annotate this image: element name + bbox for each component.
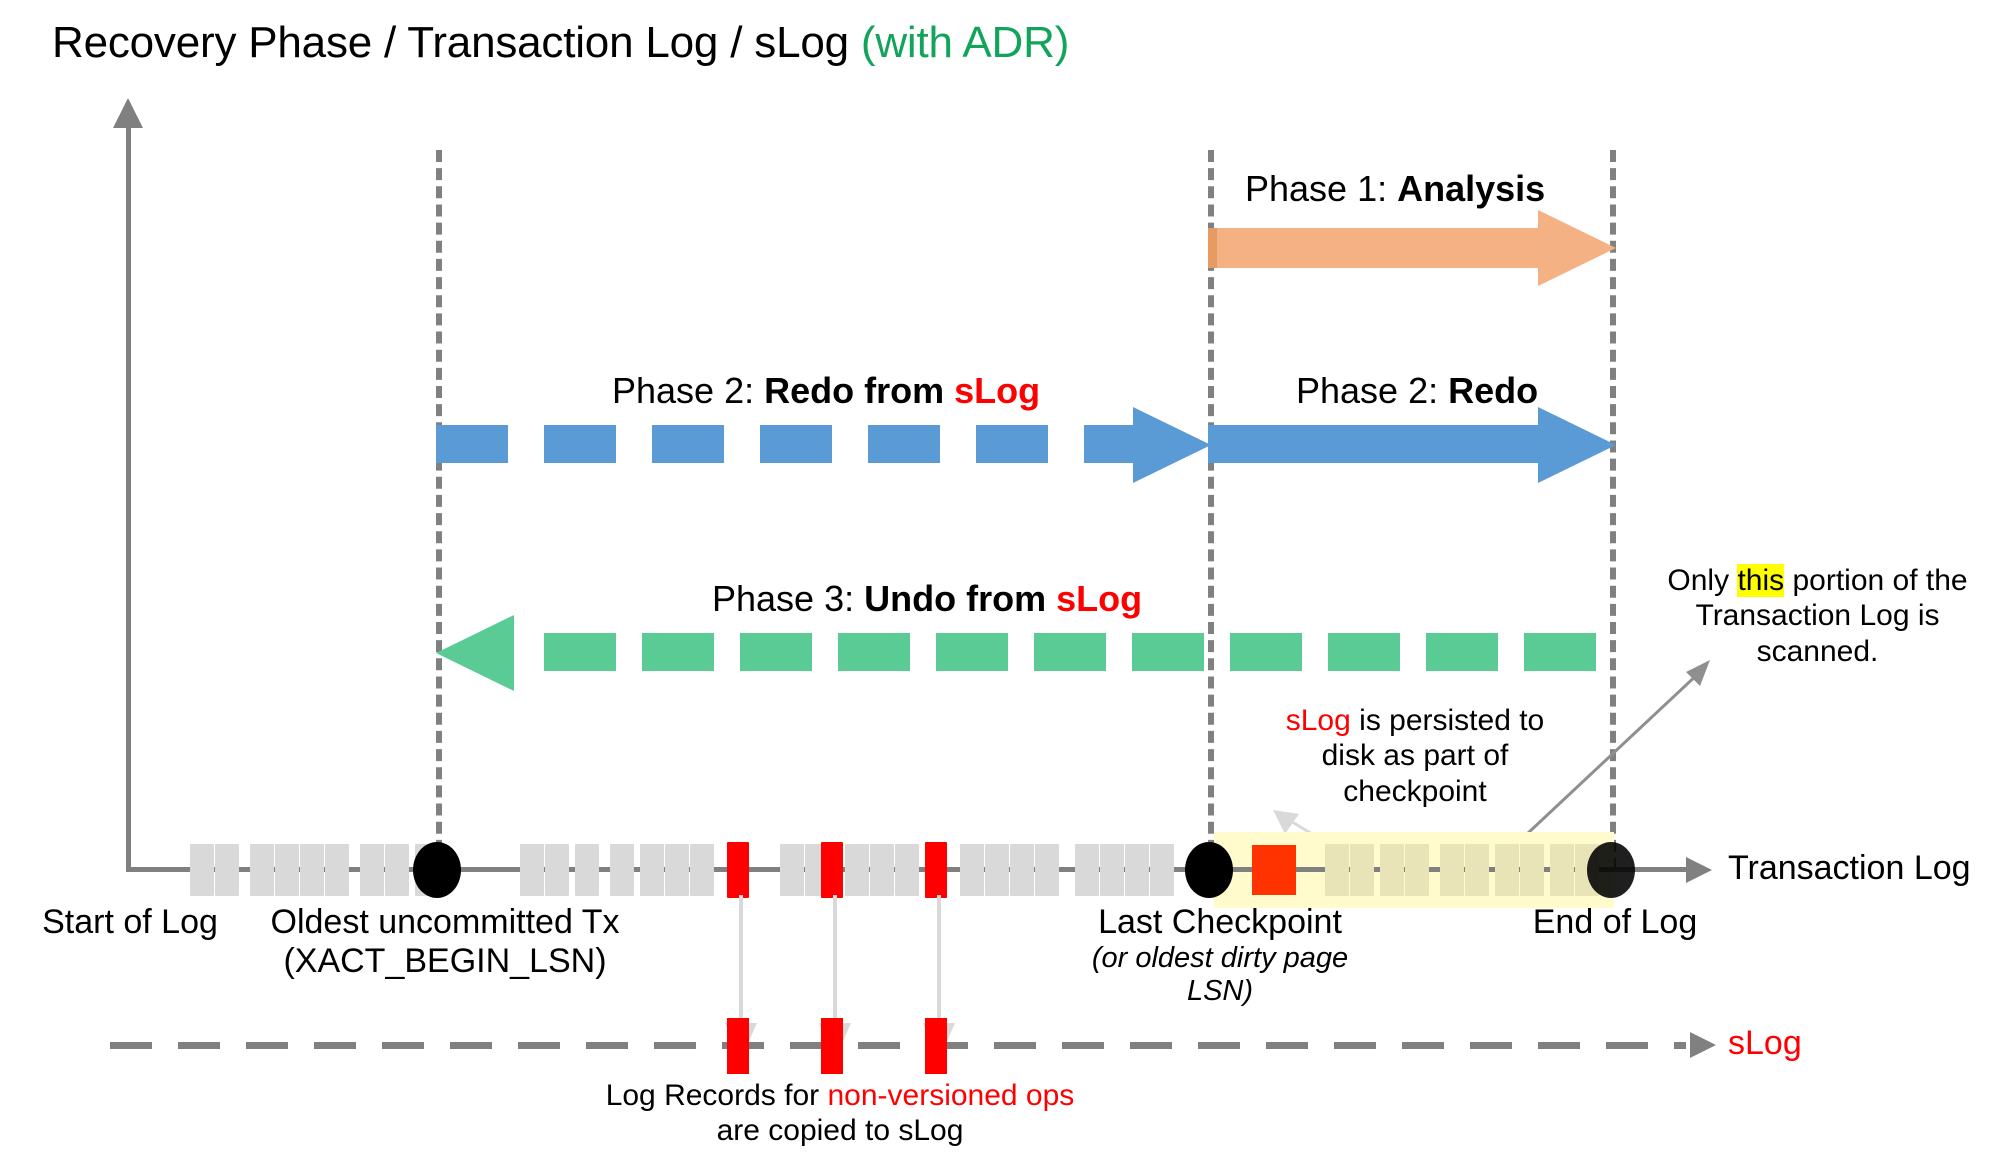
slog-record-1 — [727, 1018, 749, 1074]
phase1-prefix: Phase 1: — [1245, 168, 1398, 209]
guide-line-end-of-log — [1610, 150, 1616, 870]
scanned-line1-highlight: this — [1737, 564, 1785, 597]
phase1-name: Analysis — [1397, 168, 1546, 209]
label-end-of-log: End of Log — [1532, 903, 1698, 941]
transaction-log-arrowhead — [1686, 857, 1712, 883]
phase2-redo-arrow — [1208, 405, 1618, 485]
slog-note-accent: sLog — [1285, 704, 1351, 737]
label-oldest-uncommitted-tx-sub: (XACT_BEGIN_LSN) — [283, 942, 607, 980]
slog-note-line3: checkpoint — [1343, 774, 1487, 808]
y-axis-arrowhead — [113, 98, 143, 128]
label-last-checkpoint: Last Checkpoint (or oldest dirty page LS… — [1035, 903, 1405, 1009]
phase1-label: Phase 1: Analysis — [1245, 168, 1545, 210]
label-oldest-uncommitted-tx: Oldest uncommitted Tx (XACT_BEGIN_LSN) — [245, 903, 645, 981]
annotation-non-versioned: Log Records for non-versioned ops are co… — [510, 1078, 1170, 1149]
phase2-prefix: Phase 2: — [1296, 370, 1449, 411]
label-last-checkpoint-sub2: LSN) — [1186, 975, 1254, 1008]
scanned-line1-b: portion of the — [1784, 564, 1968, 597]
page-title-suffix: (with ADR) — [860, 18, 1070, 67]
annotation-scanned-portion: Only this portion of the Transaction Log… — [1645, 563, 1990, 669]
dot-last-checkpoint — [1185, 842, 1233, 898]
phase1-analysis-arrow — [1208, 208, 1618, 288]
slog-record-2 — [821, 1018, 843, 1074]
page-title: Recovery Phase / Transaction Log / sLog … — [52, 18, 1069, 68]
nonversioned-line1-accent: non-versioned ops — [827, 1079, 1075, 1112]
scanned-portion-leader — [1510, 650, 1720, 850]
phase2-slog-label: Phase 2: Redo from sLog — [612, 370, 1040, 412]
phase2-slog-prefix: Phase 2: — [612, 370, 765, 411]
dot-end-of-log — [1587, 842, 1635, 898]
slog-persist-block — [1252, 845, 1296, 895]
phase2-slog-accent: sLog — [954, 370, 1041, 411]
slog-note-line2: disk as part of — [1321, 739, 1509, 773]
guide-line-last-checkpoint — [1208, 150, 1214, 870]
nonversioned-line1-a: Log Records for — [605, 1079, 828, 1112]
dot-oldest-uncommitted-tx — [413, 842, 461, 898]
nonversioned-line2: are copied to sLog — [716, 1114, 964, 1148]
phase3-name: Undo from — [864, 578, 1057, 619]
transaction-log-axis — [126, 867, 1686, 872]
phase2-redo-from-slog-arrow — [436, 405, 1211, 485]
phase3-label: Phase 3: Undo from sLog — [712, 578, 1142, 620]
slog-label: sLog — [1728, 1024, 1802, 1062]
guide-line-oldest-tx — [436, 150, 442, 870]
slog-axis — [110, 1042, 1686, 1049]
phase2-label: Phase 2: Redo — [1296, 370, 1538, 412]
label-oldest-uncommitted-tx-main: Oldest uncommitted Tx — [270, 903, 620, 941]
phase3-accent: sLog — [1056, 578, 1143, 619]
slog-record-3 — [925, 1018, 947, 1074]
y-axis-line — [126, 125, 131, 870]
label-start-of-log: Start of Log — [42, 903, 218, 941]
page-title-main: Recovery Phase / Transaction Log / sLog — [52, 18, 861, 67]
phase2-name: Redo — [1448, 370, 1539, 411]
phase2-slog-name: Redo from — [764, 370, 955, 411]
slog-arrowhead — [1690, 1032, 1716, 1058]
label-last-checkpoint-sub: (or oldest dirty page — [1091, 942, 1349, 974]
scanned-line1-a: Only — [1667, 564, 1738, 597]
annotation-slog-checkpoint: sLog is persisted to disk as part of che… — [1215, 703, 1615, 809]
label-last-checkpoint-main: Last Checkpoint — [1098, 903, 1342, 941]
slog-note-line1: is persisted to — [1350, 704, 1545, 737]
scanned-line2: Transaction Log is scanned. — [1695, 599, 1940, 668]
phase3-prefix: Phase 3: — [712, 578, 865, 619]
phase3-undo-from-slog-arrow — [436, 613, 1614, 693]
transaction-log-label: Transaction Log — [1728, 849, 1971, 887]
